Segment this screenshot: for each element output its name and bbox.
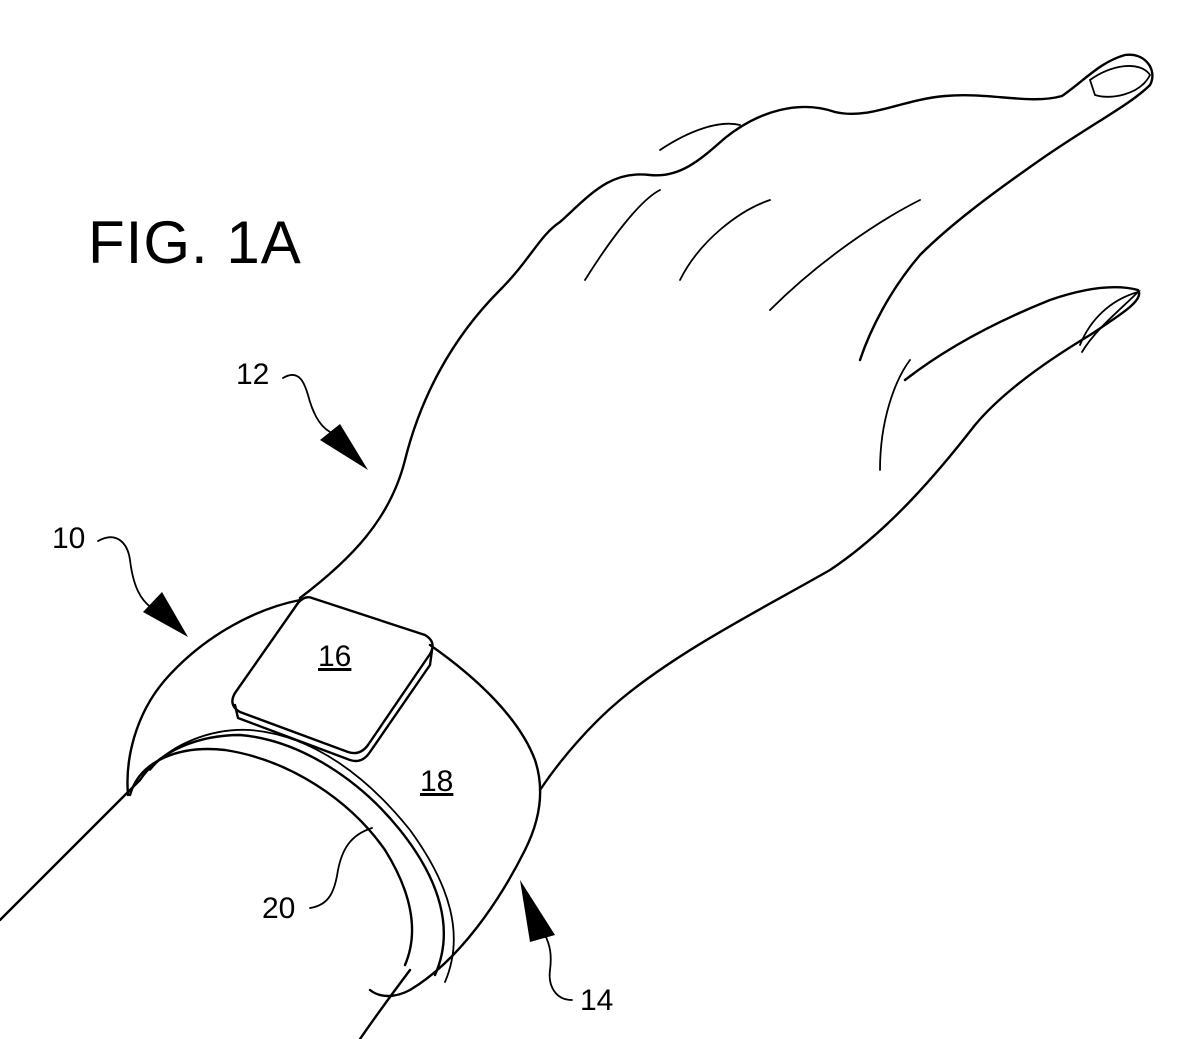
leader-12	[282, 374, 331, 433]
module-16	[231, 595, 434, 755]
ref-12: 12	[236, 358, 270, 391]
knuckle-line	[659, 122, 741, 151]
finger-line	[679, 199, 771, 281]
band-top-edge	[368, 643, 542, 998]
module-16-side	[233, 648, 434, 763]
finger-line	[584, 189, 661, 281]
ref-18: 18	[420, 765, 454, 798]
band-inner-surface	[128, 747, 414, 967]
leader-14	[544, 934, 573, 1001]
figure-title: FIG. 1A	[88, 209, 302, 276]
ref-20: 20	[262, 892, 296, 925]
thumbnail	[1079, 290, 1142, 353]
thumb-outline	[538, 286, 1141, 792]
arrow-12	[320, 424, 368, 470]
band-inner-rim-2	[149, 729, 455, 983]
leader-20	[309, 827, 373, 909]
ref-10: 10	[52, 522, 86, 555]
finger-line	[879, 359, 911, 471]
finger-line	[769, 199, 921, 311]
arrow-10	[143, 592, 188, 637]
arrow-14	[520, 880, 555, 942]
forearm-upper	[0, 778, 142, 922]
ref-16: 16	[318, 640, 352, 673]
fingernail	[1088, 65, 1152, 98]
ref-14: 14	[580, 984, 614, 1017]
band-outer	[126, 598, 302, 797]
band-inner-rim	[138, 733, 446, 977]
leader-10	[97, 536, 153, 609]
hand-outline	[298, 53, 1154, 600]
forearm-lower	[358, 968, 412, 1039]
